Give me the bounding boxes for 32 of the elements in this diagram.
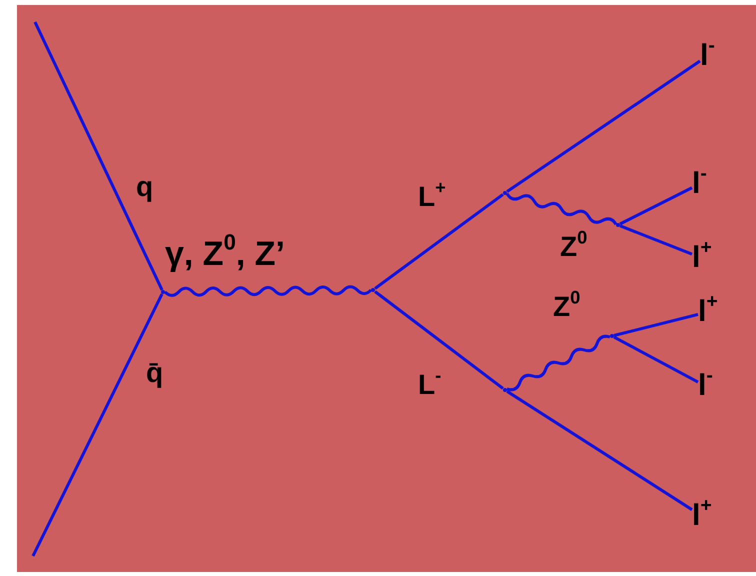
- fermion-line: [374, 193, 504, 290]
- particle-label: l$^{-}$: [692, 168, 707, 200]
- particle-label: l$^{-}$: [700, 40, 715, 72]
- vertex-point: [503, 388, 507, 392]
- fermion-line: [619, 224, 693, 256]
- fermion-line: [614, 313, 698, 337]
- edge-label: q̄: [146, 358, 164, 389]
- vertex-point: [610, 334, 614, 338]
- particle-label: l$^{+}$: [692, 242, 712, 274]
- particle-label: l$^{+}$: [698, 296, 718, 328]
- fermion-line: [619, 186, 693, 226]
- fermion-line: [613, 336, 699, 384]
- edge-label: L$^{+}$: [418, 182, 446, 213]
- edge-label: γ, Z$^{0}$, Z’: [165, 236, 285, 274]
- vertex-point: [616, 223, 620, 227]
- fermion-line: [506, 60, 701, 193]
- edge-label: q: [136, 172, 154, 203]
- particle-label: l$^{-}$: [698, 370, 713, 402]
- edge-label: Z$^{0}$: [553, 292, 580, 323]
- fermion-line: [32, 293, 164, 557]
- edge-label: Z$^{0}$: [560, 232, 588, 263]
- fermion-line: [34, 21, 164, 291]
- vertex-point: [371, 288, 375, 292]
- edge-label: L$^{-}$: [418, 370, 442, 401]
- vertex-point: [503, 191, 507, 195]
- fermion-line: [506, 390, 693, 511]
- fermion-line: [374, 290, 504, 390]
- particle-label: l$^{+}$: [692, 500, 712, 532]
- boson-line: [506, 192, 618, 226]
- vertex-point: [161, 290, 165, 294]
- boson-line: [164, 285, 372, 297]
- boson-line: [506, 334, 610, 392]
